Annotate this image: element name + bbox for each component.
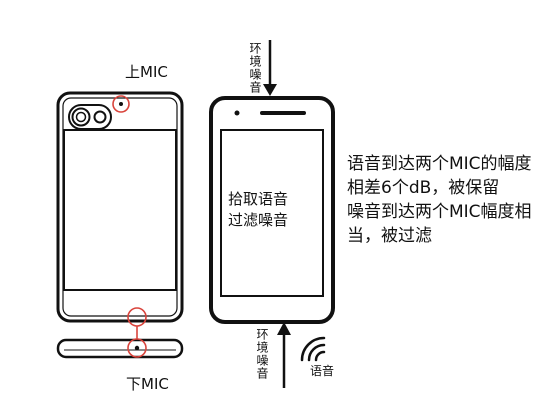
bottom-mic-highlight-circle: [127, 338, 147, 358]
camera-icon: [68, 104, 112, 130]
sound-wave-arc-middle: [307, 343, 326, 362]
explanation-line-3: 噪音到达两个MIC幅度相: [347, 202, 532, 222]
screen-caption-line-1: 拾取语音: [228, 190, 289, 208]
camera-module: [68, 104, 112, 130]
screen-caption: 拾取语音 过滤噪音: [228, 189, 288, 231]
explanation-line-2: 相差6个dB，被保留: [347, 178, 500, 198]
earpiece-speaker: [260, 111, 306, 115]
explanation-line-4: 当，被过滤: [347, 226, 432, 246]
sound-wave-arc-outer: [300, 336, 326, 362]
bottom-profile-body: [56, 338, 184, 359]
explanation-line-1: 语音到达两个MIC的幅度: [347, 154, 532, 174]
sound-wave-arc-inner: [314, 350, 326, 362]
front-camera-dot: [234, 110, 240, 116]
bottom-mic-dot: [134, 345, 140, 351]
right-phone-front: [209, 96, 335, 324]
bottom-edge-mic-highlight-circle: [127, 307, 147, 327]
screen-caption-line-2: 过滤噪音: [228, 211, 289, 229]
up-arrow-icon: [277, 322, 291, 388]
left-phone-back: [56, 91, 184, 327]
camera-lens: [71, 107, 91, 127]
right-phone-outer-frame: [209, 96, 335, 324]
left-phone-bottom-profile: [56, 338, 184, 359]
explanation-text: 语音到达两个MIC的幅度 相差6个dB，被保留 噪音到达两个MIC幅度相 当，被…: [347, 152, 532, 248]
down-arrow-head: [263, 84, 277, 96]
left-phone-back-panel: [63, 129, 177, 291]
voice-label: 语音: [310, 364, 335, 378]
right-phone-screen: [220, 129, 324, 297]
top-mic-highlight-circle: [112, 95, 130, 113]
camera-flash: [93, 110, 107, 124]
bottom-mic-label: 下MIC: [126, 375, 169, 393]
sound-wave-icon: [300, 336, 326, 362]
top-ambient-noise-label: 环境噪音: [248, 42, 262, 94]
left-phone-outer-frame: [56, 91, 184, 323]
up-arrow-head: [277, 322, 291, 335]
camera-lens-inner: [75, 111, 87, 123]
down-arrow-icon: [263, 40, 277, 96]
top-mic-dot: [119, 102, 123, 106]
top-mic-label: 上MIC: [125, 63, 168, 81]
bottom-ambient-noise-label: 环境噪音: [255, 328, 269, 380]
